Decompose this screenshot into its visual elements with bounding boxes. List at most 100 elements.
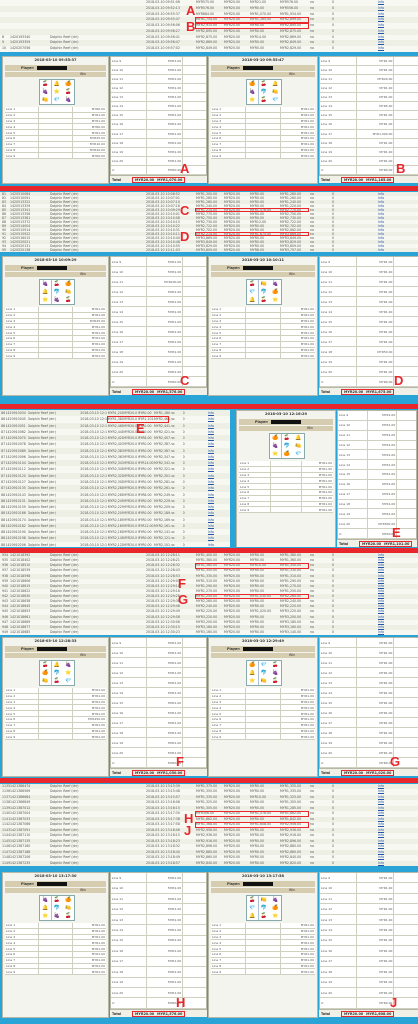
info-link[interactable]: Info	[378, 192, 385, 196]
info-link[interactable]: Info	[207, 436, 214, 441]
info-link[interactable]: Info	[378, 827, 385, 832]
annotation-marker: D	[394, 373, 404, 388]
info-link[interactable]: Info	[378, 583, 385, 588]
info-link[interactable]: Info	[207, 417, 214, 422]
table-cell: 1147	[2, 849, 10, 854]
info-link[interactable]: Info	[378, 244, 385, 248]
info-link[interactable]: Info	[378, 5, 385, 10]
info-link[interactable]: Info	[378, 46, 385, 51]
info-link[interactable]: Info	[378, 553, 385, 557]
info-link[interactable]: Info	[378, 34, 385, 39]
info-link[interactable]: Info	[378, 849, 385, 854]
info-link[interactable]: Info	[378, 23, 385, 28]
info-link[interactable]: Info	[378, 624, 385, 629]
info-link[interactable]: Info	[378, 594, 385, 598]
info-link[interactable]: Info	[378, 789, 385, 794]
info-link[interactable]: Info	[378, 228, 385, 232]
info-link[interactable]: Info	[378, 609, 385, 614]
table-cell: MYR1,335.00	[196, 794, 218, 799]
table-row: 8811420910151Dolphin Reef (drr)2018-03-1…	[0, 497, 230, 505]
line-win: MYR1.00	[147, 93, 184, 102]
info-link[interactable]: Info	[378, 599, 385, 604]
info-link[interactable]: Info	[207, 498, 214, 503]
info-link[interactable]: Info	[378, 248, 385, 252]
table-cell: Dolphin Reef (drr)	[50, 578, 79, 583]
info-link[interactable]: Info	[378, 11, 385, 16]
info-link[interactable]: Info	[207, 536, 214, 541]
info-link[interactable]: Info	[378, 811, 385, 816]
info-link[interactable]: Info	[378, 822, 385, 827]
info-link[interactable]: Info	[378, 200, 385, 204]
info-link[interactable]: Info	[378, 578, 385, 583]
info-link[interactable]: Info	[378, 844, 385, 849]
line-win: MYR1.00	[147, 967, 184, 977]
info-link[interactable]: Info	[378, 629, 385, 634]
info-link[interactable]: Info	[207, 467, 214, 472]
info-link[interactable]: Info	[207, 511, 214, 516]
info-link[interactable]: Info	[207, 480, 214, 484]
info-link[interactable]: Info	[378, 212, 385, 216]
info-link[interactable]: Info	[378, 216, 385, 220]
info-link[interactable]: Info	[378, 17, 385, 22]
info-link[interactable]: Info	[378, 805, 385, 810]
info-link[interactable]: Info	[378, 28, 385, 33]
table-cell: 2018-03-10 12:30:15	[146, 624, 180, 629]
info-link[interactable]: Info	[207, 542, 214, 547]
info-link[interactable]: Info	[207, 473, 214, 478]
info-link[interactable]: Info	[207, 429, 214, 434]
info-link[interactable]: Info	[378, 220, 385, 224]
info-link[interactable]: Info	[378, 604, 385, 609]
highlight-box	[195, 22, 309, 30]
line-label: Line 19	[111, 147, 148, 156]
info-link[interactable]: Info	[378, 236, 385, 240]
info-link[interactable]: Info	[207, 486, 214, 491]
info-link[interactable]: Info	[378, 573, 385, 578]
table-cell: Dolphin Reef (drr)	[27, 411, 56, 415]
info-link[interactable]: Info	[378, 619, 385, 624]
line-label: Line 8	[5, 728, 40, 734]
line-label: Line 14	[338, 460, 368, 470]
info-link[interactable]: Info	[378, 800, 385, 805]
info-link[interactable]: Info	[207, 442, 214, 447]
table-cell: 0	[332, 855, 335, 860]
info-link[interactable]: Info	[207, 423, 214, 428]
info-link[interactable]: Info	[378, 0, 385, 4]
info-link[interactable]: Info	[207, 454, 214, 459]
line-symbols	[271, 507, 302, 513]
table-cell: 942	[2, 594, 9, 598]
info-link[interactable]: Info	[207, 523, 214, 528]
info-link[interactable]: Info	[378, 784, 385, 788]
info-link[interactable]: Info	[378, 614, 385, 619]
info-link[interactable]: Info	[378, 558, 385, 563]
info-link[interactable]: Info	[207, 411, 214, 415]
info-link[interactable]: Info	[378, 838, 385, 843]
line-win: MYR1.00	[357, 698, 395, 707]
info-link[interactable]: Info	[207, 517, 214, 522]
info-link[interactable]: Info	[207, 492, 214, 497]
info-link[interactable]: Info	[378, 232, 385, 236]
info-link[interactable]: Info	[378, 855, 385, 860]
info-link[interactable]: Info	[378, 240, 385, 244]
info-link[interactable]: Info	[378, 816, 385, 821]
info-link[interactable]: Info	[378, 568, 385, 573]
info-link[interactable]: Info	[207, 461, 214, 466]
info-link[interactable]: Info	[378, 588, 385, 593]
info-link[interactable]: Info	[378, 794, 385, 799]
info-link[interactable]: Info	[378, 224, 385, 228]
info-link[interactable]: Info	[378, 208, 385, 212]
info-link[interactable]: Info	[378, 563, 385, 568]
info-link[interactable]: Info	[207, 530, 214, 535]
info-link[interactable]: Info	[207, 505, 214, 510]
info-link[interactable]: Info	[207, 448, 214, 453]
table-cell: MYR0.00	[250, 599, 265, 604]
info-link[interactable]: Info	[378, 204, 385, 208]
info-link[interactable]: Info	[378, 860, 385, 865]
info-link[interactable]: Info	[378, 40, 385, 45]
line-label: Line 20	[111, 748, 148, 757]
info-link[interactable]: Info	[378, 196, 385, 200]
info-link[interactable]: Info	[378, 833, 385, 838]
